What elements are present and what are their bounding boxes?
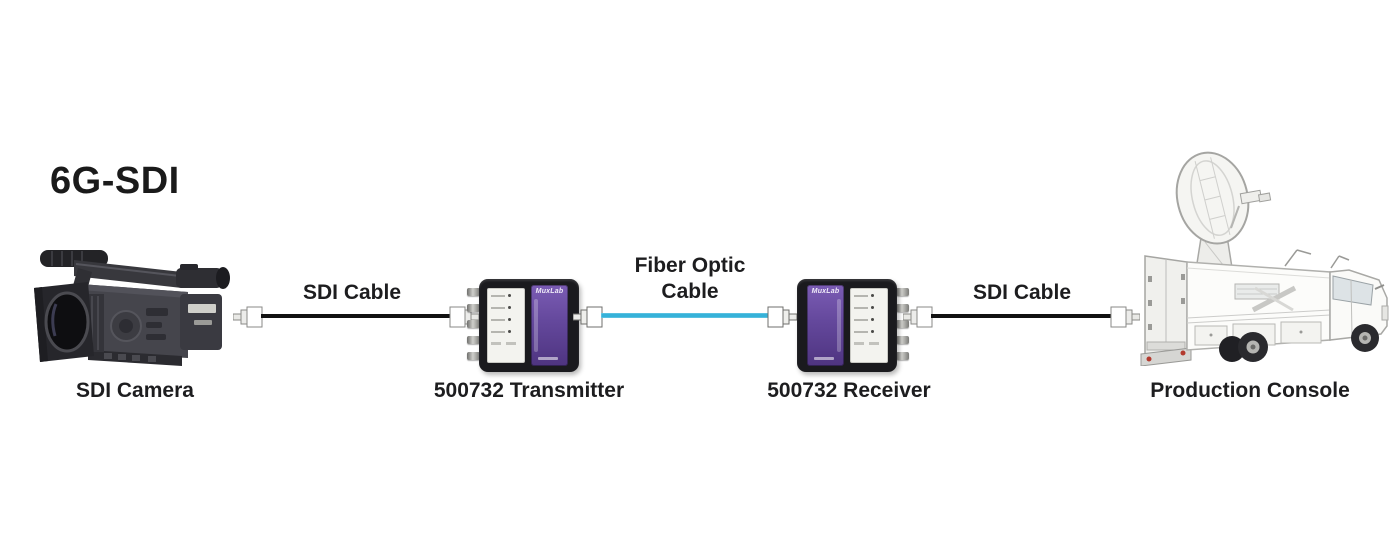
brand-logo: MuxLab (811, 288, 840, 295)
sdi-cable-1 (233, 300, 479, 334)
led-indicator (491, 306, 521, 309)
console-label: Production Console (1150, 379, 1350, 402)
led-indicator (491, 294, 521, 297)
panel-stripe (534, 299, 538, 352)
led-indicator (854, 306, 884, 309)
bnc-port-icon (896, 320, 909, 328)
bnc-connector-icon (233, 306, 263, 328)
bnc-port-icon (467, 288, 480, 296)
led-indicator (854, 294, 884, 297)
sdi-cable-2 (903, 300, 1140, 334)
fiber-connector-icon (573, 306, 603, 328)
sdi-cable-line (261, 314, 451, 318)
led-indicator (491, 330, 521, 333)
fiber-connector-icon (767, 306, 797, 328)
bnc-port-icon (467, 320, 480, 328)
fiber-cable-line (601, 313, 769, 318)
device-io-panel (487, 288, 525, 363)
bnc-port-icon (896, 352, 909, 360)
receiver-label: 500732 Receiver (767, 379, 931, 402)
panel-markings (814, 357, 834, 360)
brand-logo: MuxLab (535, 288, 564, 295)
led-indicator (491, 318, 521, 321)
led-indicator (854, 330, 884, 333)
camcorder-icon (34, 250, 230, 366)
device-brand-panel: MuxLab (807, 285, 844, 366)
bnc-port-icon (896, 288, 909, 296)
diagram-title: 6G-SDI (50, 160, 180, 202)
fiber-cable-label: Fiber Optic Cable (634, 254, 746, 304)
bnc-port-icon (896, 304, 909, 312)
bnc-connector-icon (1110, 306, 1140, 328)
fiber-optic-cable (573, 300, 797, 334)
production-console-image (1135, 148, 1395, 367)
receiver-device: MuxLab (797, 279, 909, 372)
bnc-port-icon (467, 304, 480, 312)
transmitter-device: MuxLab (467, 279, 579, 372)
transmitter-label: 500732 Transmitter (433, 379, 625, 402)
satellite-truck-icon (1140, 151, 1389, 367)
bnc-connector-icon (903, 306, 933, 328)
sdi-cable-line (931, 314, 1112, 318)
camera-label: SDI Camera (76, 379, 194, 402)
sdi-cable-2-label: SDI Cable (972, 281, 1072, 304)
panel-markings (854, 342, 884, 345)
bnc-port-icon (467, 336, 480, 344)
panel-markings (491, 342, 521, 345)
panel-stripe (837, 299, 841, 352)
panel-markings (538, 357, 558, 360)
device-brand-panel: MuxLab (531, 285, 568, 366)
led-indicator (854, 318, 884, 321)
device-io-panel (850, 288, 888, 363)
sdi-cable-1-label: SDI Cable (302, 281, 402, 304)
bnc-port-icon (467, 352, 480, 360)
sdi-camera-image (30, 238, 235, 378)
bnc-port-icon (896, 336, 909, 344)
